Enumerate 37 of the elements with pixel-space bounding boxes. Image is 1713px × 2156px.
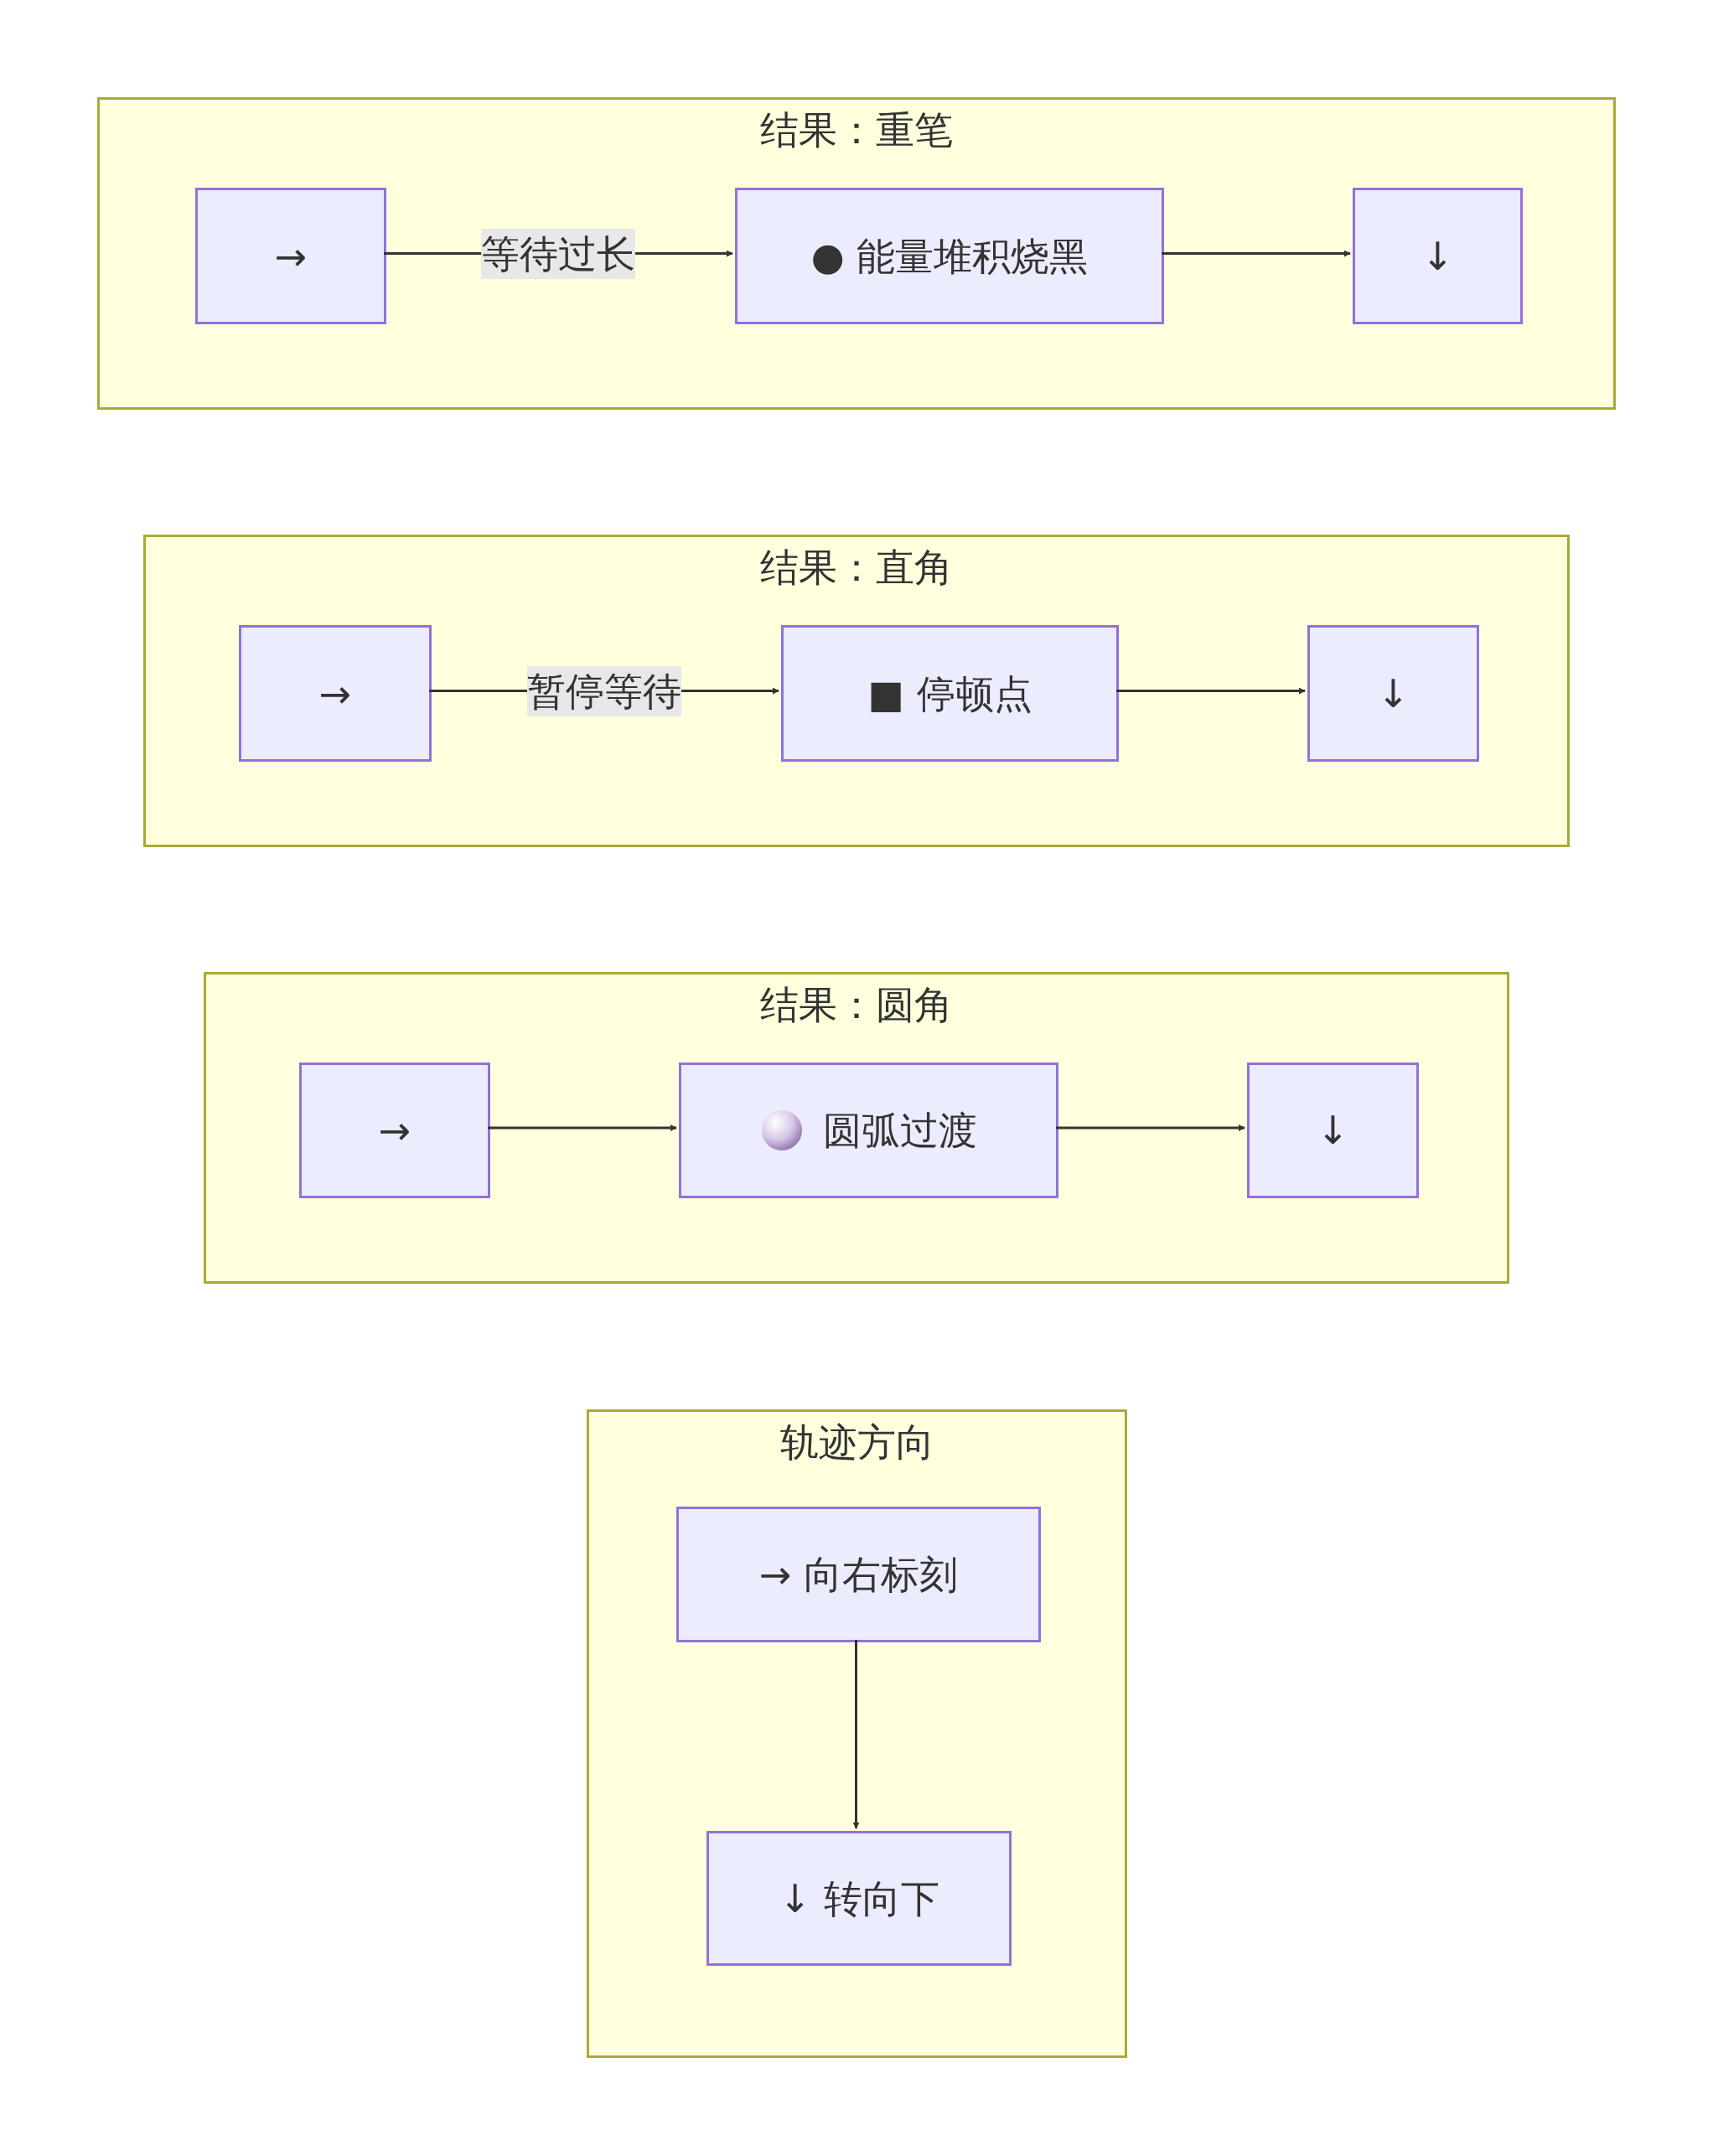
process-box [676, 1507, 1041, 1642]
node-text: → [378, 1107, 411, 1155]
node-text: ↓ [1421, 232, 1454, 281]
process-box [195, 188, 386, 324]
node-text: ● 能量堆积烧黑 [810, 232, 1089, 281]
arrow [1116, 687, 1306, 695]
group-box [97, 97, 1616, 410]
arrow [852, 1640, 860, 1829]
group-title: 结果：圆角 [759, 981, 954, 1029]
group-title: 结果：直角 [759, 544, 954, 592]
process-box [781, 625, 1119, 762]
node-text: ↓ [1377, 670, 1410, 718]
arrow [1056, 1125, 1245, 1131]
process-box [1247, 1062, 1419, 1198]
group-title: 结果：重笔 [759, 106, 954, 154]
group-box [587, 1409, 1127, 2058]
group-box [143, 535, 1570, 847]
edge-label: 等待过长 [481, 228, 635, 279]
process-box [706, 1831, 1012, 1966]
process-box [239, 625, 432, 762]
group-box [204, 972, 1509, 1284]
arrow [488, 1125, 677, 1131]
node-text: ■ 停顿点 [867, 670, 1032, 718]
process-box [679, 1062, 1058, 1198]
process-box [735, 188, 1164, 324]
node-text: → 向右标刻 [758, 1551, 959, 1599]
node-text: → [274, 232, 308, 281]
arrow [1162, 250, 1351, 257]
process-box [1307, 625, 1479, 762]
group-title: 轨迹方向 [779, 1419, 935, 1466]
process-box [1353, 188, 1523, 324]
node-text: → [318, 670, 352, 718]
node-text: 圆弧过渡 [822, 1107, 977, 1155]
edge-label: 暂停等待 [526, 665, 681, 716]
node-text: ↓ 转向下 [779, 1874, 939, 1923]
process-box [299, 1062, 490, 1198]
node-text: ↓ [1317, 1107, 1349, 1155]
